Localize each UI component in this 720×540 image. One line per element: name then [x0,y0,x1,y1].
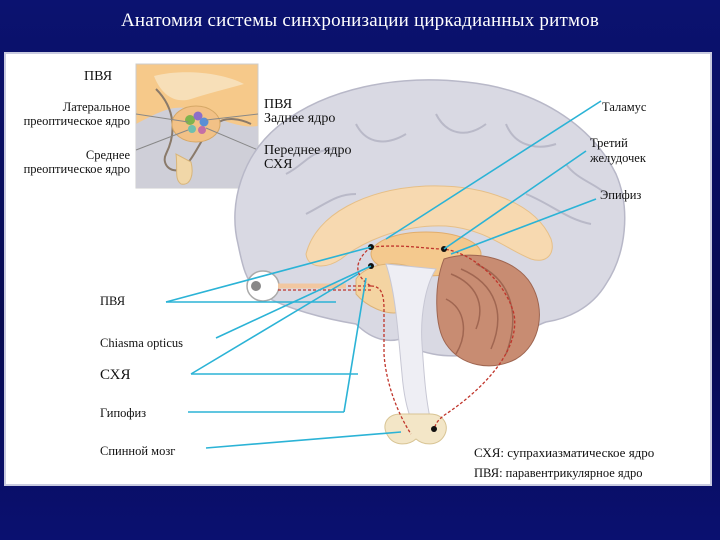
label-pvn: ПВЯ [100,294,126,308]
inset-label-posterior-nucleus: Заднее ядро [264,111,336,126]
pointer-lines [165,100,602,449]
pointer-spinal-cord [205,431,402,449]
inset-label-scn-right: СХЯ [264,157,293,172]
legend-scn: СХЯ: супрахиазматическое ядро [474,445,655,460]
inset-label-lateral-preoptic: Латеральное преоптическое ядро [23,100,130,128]
figure-panel: ПВЯ Латеральное преоптическое ядро Средн… [4,52,712,486]
label-third-ventricle: Третий желудочек [590,136,646,165]
label-pineal: Эпифиз [600,188,642,202]
brain-illustration [135,63,626,449]
pointer-pituitary [343,277,367,413]
hypothalamus-inset [135,63,259,189]
brain-sagittal [234,79,626,445]
label-thalamus: Таламус [602,100,647,114]
pointer-third-ventricle [443,150,587,250]
label-chiasma: Chiasma opticus [100,336,183,350]
pointer-chiasma [215,265,372,339]
label-spinal-cord: Спинной мозг [100,444,176,458]
legend-pvn: ПВЯ: паравентрикулярное ядро [474,466,643,480]
inset-label-pvn-right: ПВЯ [264,97,293,112]
inset-label-pvn: ПВЯ [84,69,113,84]
slide-title: Анатомия системы синхронизации циркадиан… [120,10,600,31]
label-scn: СХЯ [100,367,131,383]
pointer-scn-diag [190,273,359,375]
pointer-thalamus [385,100,602,240]
label-pituitary: Гипофиз [100,406,147,420]
pointer-pvn-diag [165,246,372,303]
pointer-pineal [450,198,597,255]
inset-label-medial-preoptic: Среднее преоптическое ядро [23,148,130,176]
inset-label-anterior-nucleus: Переднее ядро [264,143,352,158]
